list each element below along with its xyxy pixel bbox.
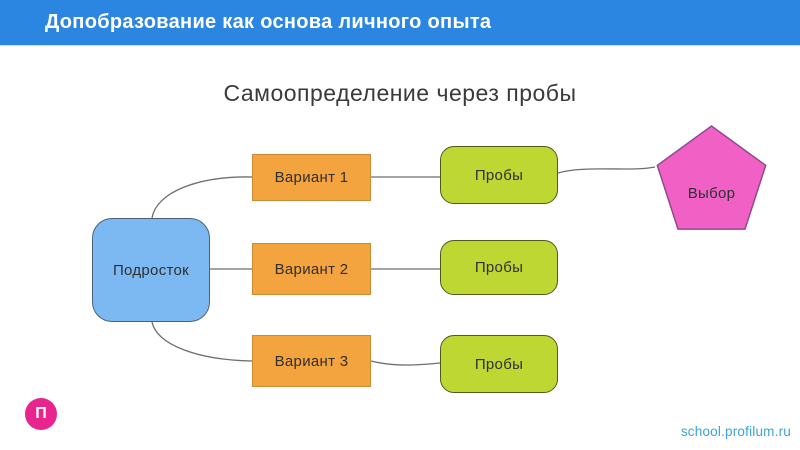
node-proby-2-label: Пробы	[474, 259, 524, 276]
node-podrostok: Подросток	[92, 218, 210, 322]
edge-podrostok-variant1	[151, 176, 253, 219]
node-variant-1: Вариант 1	[252, 154, 371, 201]
node-podrostok-label: Подросток	[112, 261, 190, 279]
node-proby-1-label: Пробы	[474, 166, 524, 184]
node-variant-3: Вариант 3	[252, 335, 371, 387]
header-bar: Допобразование как основа личного опыта	[0, 0, 800, 46]
node-proby-1: Пробы	[440, 146, 558, 204]
edge-podrostok-variant3	[151, 321, 253, 362]
slide-title: Самоопределение через пробы	[223, 80, 577, 106]
node-proby-3: Пробы	[440, 335, 558, 393]
profilum-logo: П	[25, 398, 57, 430]
node-vybor-label: Выбор	[687, 185, 736, 202]
pentagon-shape	[656, 125, 767, 230]
node-variant-1-label: Вариант 1	[274, 169, 349, 186]
node-variant-2-label: Вариант 2	[274, 260, 349, 278]
edge-proby1-vybor	[557, 166, 656, 174]
profilum-logo-letter: П	[35, 405, 47, 422]
node-variant-2: Вариант 2	[252, 243, 371, 295]
header-title: Допобразование как основа личного опыта	[45, 11, 492, 33]
node-proby-3-label: Пробы	[474, 355, 524, 373]
node-variant-3-label: Вариант 3	[274, 352, 349, 370]
footer-site-link[interactable]: school.profilum.ru	[680, 424, 791, 439]
node-vybor: Выбор	[653, 123, 770, 236]
edge-variant3-proby3	[370, 360, 441, 366]
node-proby-2: Пробы	[440, 240, 558, 295]
